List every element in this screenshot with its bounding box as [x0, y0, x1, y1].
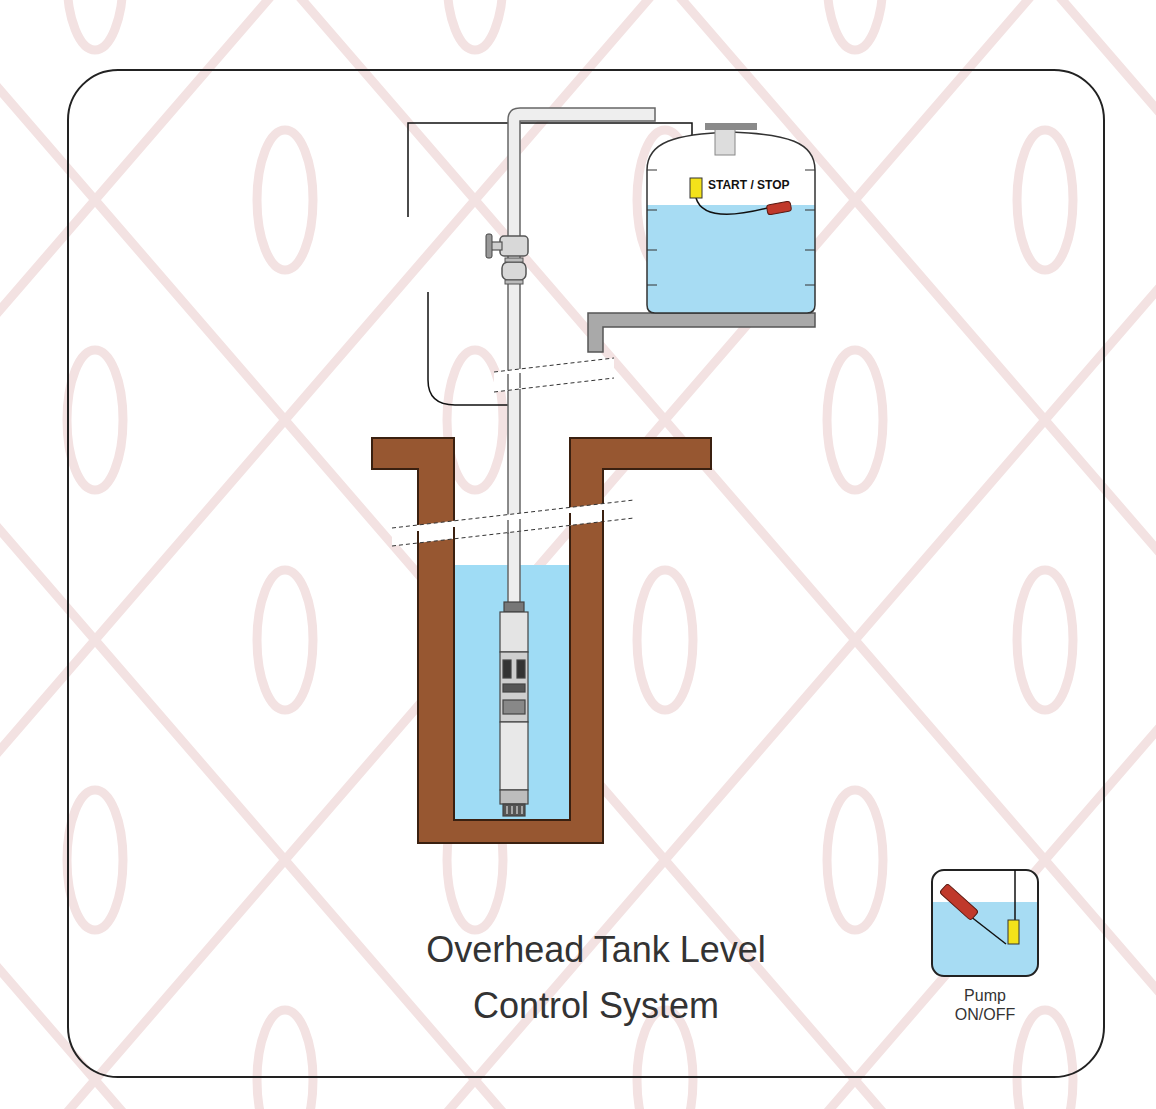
tank-outline	[645, 110, 817, 315]
submersible-pump	[500, 602, 528, 816]
switch-inset: Pump ON/OFF	[926, 866, 1044, 1038]
well	[372, 438, 711, 843]
gate-valve	[486, 234, 528, 258]
tank-shelf	[588, 313, 815, 352]
switch-label: START / STOP	[708, 178, 790, 192]
inset-caption: Pump ON/OFF	[926, 986, 1044, 1024]
diagram-title: Overhead Tank Level Control System	[376, 922, 816, 1034]
frame	[68, 70, 1104, 1077]
check-valve	[502, 258, 526, 284]
break-marks	[392, 358, 634, 546]
overhead-tank: START / STOP	[645, 110, 817, 315]
